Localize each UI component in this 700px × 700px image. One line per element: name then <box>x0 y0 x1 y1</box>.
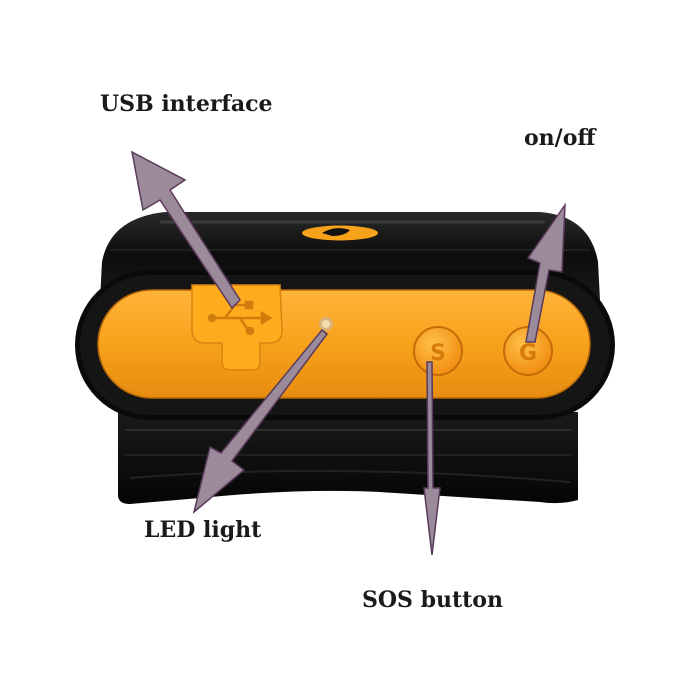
usb-callout-arrow <box>130 150 241 310</box>
led-light-label: LED light <box>144 517 262 543</box>
sos-callout-arrow <box>423 361 441 556</box>
onoff-callout-arrow <box>525 202 566 343</box>
usb-interface-label: USB interface <box>100 91 273 117</box>
brand-logo-icon <box>302 225 378 241</box>
sos-button[interactable]: S <box>413 326 463 376</box>
belt-clip-base <box>118 412 578 504</box>
sos-button-glyph: S <box>430 341 446 366</box>
led-callout-arrow <box>192 328 329 515</box>
usb-icon <box>207 300 273 336</box>
power-button[interactable]: G <box>503 326 553 376</box>
on-off-label: on/off <box>524 125 596 151</box>
led-light-indicator <box>319 317 333 331</box>
usb-port-cover[interactable] <box>191 284 283 371</box>
sos-button-label: SOS button <box>362 587 503 613</box>
power-button-glyph: G <box>519 341 537 366</box>
